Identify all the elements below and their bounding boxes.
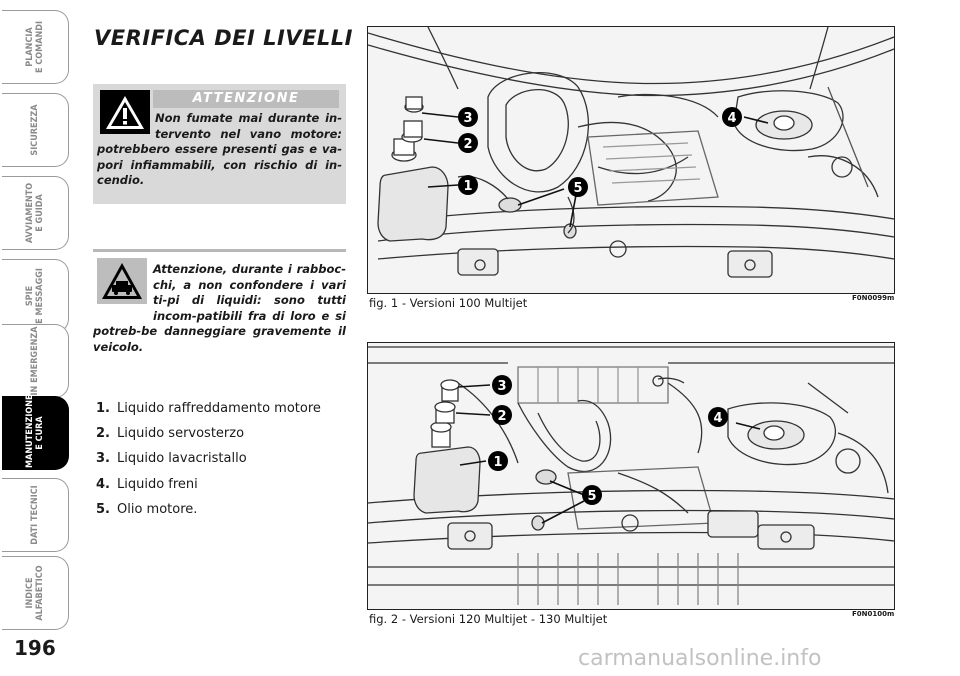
callout-2: 2 [458, 133, 478, 153]
list-item-number: 5. [96, 501, 110, 517]
tab-label: DATI TECNICI [30, 485, 40, 545]
callout-1: 1 [488, 451, 508, 471]
warning-triangle-icon [100, 90, 150, 134]
tab-label: AVVIAMENTO E GUIDA [25, 182, 45, 244]
callout-4: 4 [708, 407, 728, 427]
figure-2-code: F0N0100m [852, 610, 895, 618]
list-item: 3. Liquido lavacristallo [96, 450, 321, 475]
tab-in-emergenza[interactable]: IN EMERGENZA [2, 324, 69, 398]
callout-3: 3 [458, 107, 478, 127]
watermark: carmanualsonline.info [578, 646, 822, 671]
tab-manutenzione-e-cura[interactable]: MANUTENZIONE E CURA [2, 394, 69, 470]
tab-avviamento-e-guida[interactable]: AVVIAMENTO E GUIDA [2, 176, 69, 250]
list-item-label: Liquido freni [117, 476, 198, 492]
list-item-label: Liquido servosterzo [117, 426, 245, 442]
list-item-number: 2. [96, 426, 110, 442]
warning-header: ATTENZIONE [153, 90, 339, 108]
callout-label: 5 [573, 181, 582, 196]
list-item: 4. Liquido freni [96, 476, 321, 501]
callout-label: 1 [463, 179, 472, 194]
callout-label: 1 [493, 455, 502, 470]
note-text: Attenzione, durante i rabboc-chi, a non … [93, 262, 346, 354]
tab-label: SICUREZZA [30, 104, 40, 156]
callout-5: 5 [568, 177, 588, 197]
tab-plancia-e-comandi[interactable]: PLANCIA E COMANDI [2, 10, 69, 84]
tab-label: PLANCIA E COMANDI [25, 21, 45, 74]
callout-5: 5 [582, 485, 602, 505]
callout-label: 5 [587, 489, 596, 504]
callout-3: 3 [492, 375, 512, 395]
list-item: 5. Olio motore. [96, 501, 321, 526]
figure-1-code: F0N0099m [852, 294, 895, 302]
tab-label: INDICE ALFABETICO [25, 565, 45, 621]
tab-label: SPIE E MESSAGGI [25, 268, 45, 324]
tab-label: MANUTENZIONE E CURA [25, 394, 45, 468]
callout-4: 4 [722, 107, 742, 127]
callout-label: 2 [463, 137, 472, 152]
list-item: 2. Liquido servosterzo [96, 425, 321, 450]
page-title: VERIFICA DEI LIVELLI [94, 26, 353, 50]
callout-label: 4 [713, 411, 722, 426]
list-item-label: Olio motore. [117, 501, 198, 517]
fluid-list: 1. Liquido raffreddamento motore 2. Liquid… [96, 400, 321, 526]
list-item-label: Liquido lavacristallo [117, 451, 247, 467]
list-item: 1. Liquido raffreddamento motore [96, 400, 321, 425]
vehicle-warning-icon [97, 258, 147, 304]
callout-label: 3 [463, 111, 472, 126]
page-number: 196 [14, 636, 56, 660]
warning-header-text: ATTENZIONE [192, 91, 300, 106]
callout-label: 4 [727, 111, 736, 126]
tab-label: IN EMERGENZA [30, 326, 40, 396]
engine-bay-illustration: 1 2 3 4 5 [368, 346, 894, 605]
engine-bay-figure-1: 1 2 3 4 5 [367, 26, 895, 294]
tab-indice-alfabetico[interactable]: INDICE ALFABETICO [2, 556, 69, 630]
callout-label: 2 [497, 409, 506, 424]
list-item-number: 1. [96, 401, 110, 416]
list-item-number: 4. [96, 476, 110, 492]
warning-text: Non fumate mai durante in-tervento nel v… [97, 111, 342, 187]
callout-1: 1 [458, 175, 478, 195]
tab-sicurezza[interactable]: SICUREZZA [2, 93, 69, 167]
tab-dati-tecnici[interactable]: DATI TECNICI [2, 478, 69, 552]
engine-bay-illustration: 1 2 3 4 5 [368, 27, 894, 278]
tab-spie-e-messaggi[interactable]: SPIE E MESSAGGI [2, 259, 69, 333]
chapter-tabs: PLANCIA E COMANDI SICUREZZA AVVIAMENTO E… [0, 0, 76, 640]
list-item-number: 3. [96, 451, 110, 467]
callout-label: 3 [497, 379, 506, 394]
figure-1-caption: fig. 1 - Versioni 100 Multijet [369, 296, 528, 310]
figure-2-caption: fig. 2 - Versioni 120 Multijet - 130 Mul… [369, 612, 608, 626]
warning-box: ATTENZIONE Non fumate mai durante in-ter… [93, 84, 346, 204]
divider [93, 249, 346, 252]
callout-2: 2 [492, 405, 512, 425]
engine-bay-figure-2: 1 2 3 4 5 [367, 342, 895, 610]
list-item-label: Liquido raffreddamento motore [117, 401, 321, 416]
